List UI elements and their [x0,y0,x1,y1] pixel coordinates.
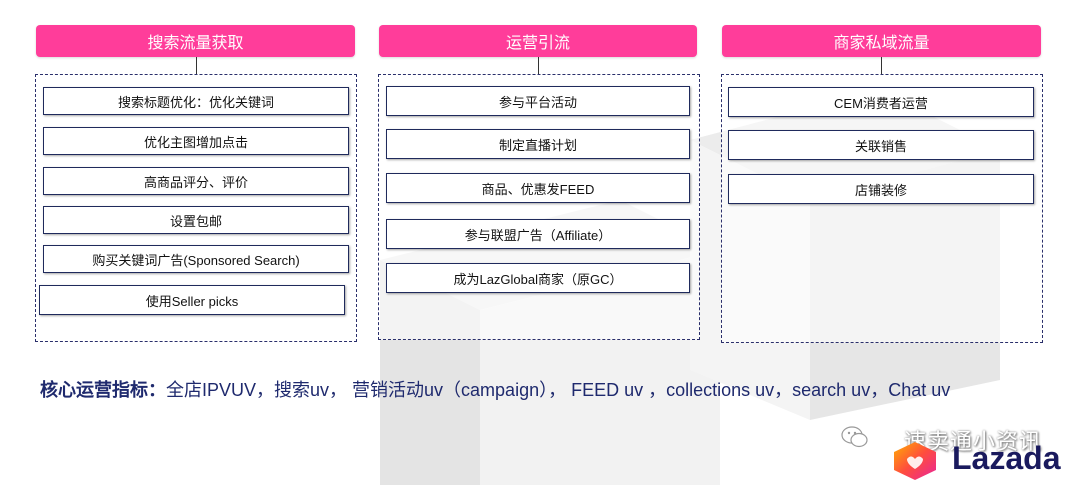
core-metrics-label: 核心运营指标： [40,380,166,400]
item-seller-picks: 使用Seller picks [39,285,345,315]
item-free-shipping: 设置包邮 [43,206,349,234]
item-search-title-optimization: 搜索标题优化：优化关键词 [43,87,349,115]
wechat-icon [841,426,868,448]
core-metrics-line: 核心运营指标：全店IPVUV，搜索uv， 营销活动uv（campaign）， F… [40,376,950,402]
item-related-sales: 关联销售 [728,130,1034,160]
item-cem-operation: CEM消费者运营 [728,87,1034,117]
item-store-decoration: 店铺装修 [728,174,1034,204]
item-lazglobal-seller: 成为LazGlobal商家（原GC） [386,263,690,293]
column-box-private-traffic [721,74,1043,343]
column-connector [881,57,882,74]
column-header-search-traffic: 搜索流量获取 [36,25,355,57]
column-box-operation-traffic [378,74,700,340]
item-high-rating: 高商品评分、评价 [43,167,349,195]
item-affiliate-ads: 参与联盟广告（Affiliate） [386,219,690,249]
item-livestream-plan: 制定直播计划 [386,129,690,159]
lazada-heart-logo-icon [894,442,936,480]
item-feed-posts: 商品、优惠发FEED [386,173,690,203]
column-connector [538,57,539,74]
item-platform-campaigns: 参与平台活动 [386,86,690,116]
item-sponsored-search: 购买关键词广告(Sponsored Search) [43,245,349,273]
core-metrics-text: 全店IPVUV，搜索uv， 营销活动uv（campaign）， FEED uv … [166,380,951,400]
column-header-private-traffic: 商家私域流量 [722,25,1041,57]
column-header-operation-traffic: 运营引流 [379,25,697,57]
item-main-image-optimization: 优化主图增加点击 [43,127,349,155]
lazada-brand-name: Lazada [952,440,1061,476]
column-connector [196,57,197,74]
